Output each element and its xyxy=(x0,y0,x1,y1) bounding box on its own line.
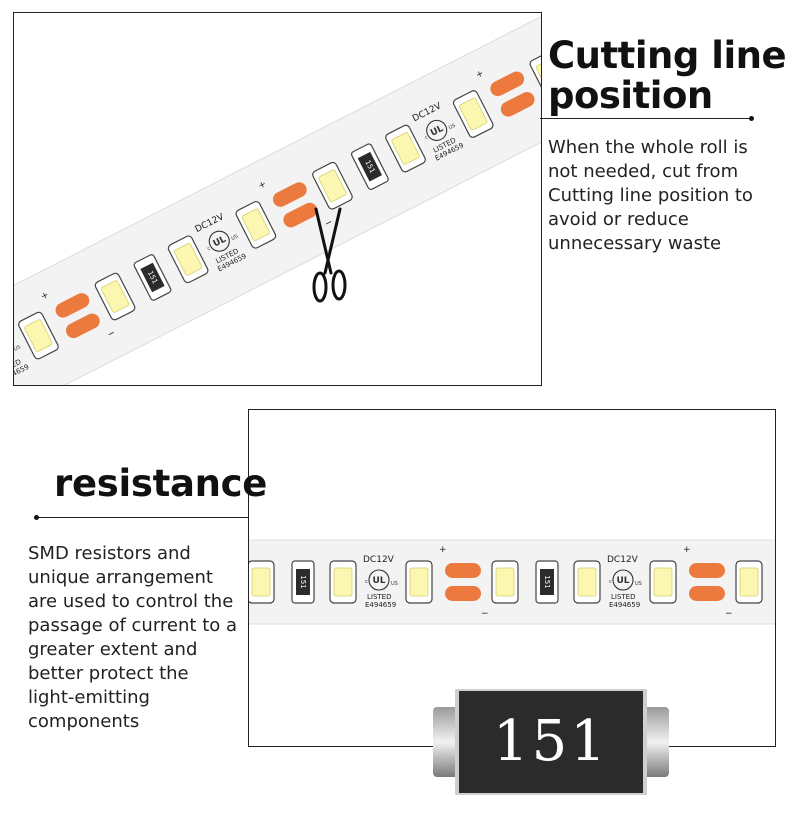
svg-text:US: US xyxy=(448,123,457,131)
led-chip xyxy=(385,124,426,173)
polarity-plus: + xyxy=(257,179,268,191)
led-chip xyxy=(235,200,277,249)
led-chip xyxy=(573,560,601,604)
desc-line: unnecessary waste xyxy=(548,233,722,254)
led-chip xyxy=(452,90,494,138)
led-chip xyxy=(405,560,433,604)
resistor-code-print: 151 xyxy=(299,575,307,588)
polarity-plus: + xyxy=(439,545,447,555)
desc-line: light-emitting xyxy=(28,687,150,708)
led-chip xyxy=(329,560,357,604)
desc-line: greater extent and xyxy=(28,639,198,660)
file-number-print: E494659 xyxy=(365,601,396,609)
smd-resistor: 151 xyxy=(535,560,559,604)
resistor-body xyxy=(459,691,643,793)
svg-text:UL: UL xyxy=(616,576,629,586)
resistor-closeup xyxy=(433,689,669,795)
listed-print: LISTED xyxy=(611,593,636,601)
desc-line: better protect the xyxy=(28,663,189,684)
desc-line: unique arrangement xyxy=(28,567,213,588)
polarity-minus: − xyxy=(323,217,334,229)
smd-resistor: 151 xyxy=(291,560,315,604)
led-chip xyxy=(735,560,763,604)
led-chip xyxy=(529,51,541,99)
led-chip xyxy=(249,560,275,604)
smd-resistor: 151 xyxy=(350,143,389,190)
cutting-line-description: When the whole roll is not needed, cut f… xyxy=(548,136,753,256)
resistor-code-print: 151 xyxy=(543,575,551,588)
led-chip xyxy=(649,560,677,604)
svg-text:c: c xyxy=(365,579,368,585)
desc-line: passage of current to a xyxy=(28,615,238,636)
polarity-minus: − xyxy=(481,609,489,619)
listed-print: LISTED xyxy=(367,593,392,601)
svg-text:c: c xyxy=(206,245,211,252)
title-divider xyxy=(34,515,248,520)
title-line: Cutting line xyxy=(548,34,787,77)
desc-line: Cutting line position to xyxy=(548,185,753,206)
polarity-minus: − xyxy=(106,328,117,340)
led-chip xyxy=(94,272,136,321)
svg-text:c: c xyxy=(609,579,612,585)
svg-text:US: US xyxy=(230,234,239,242)
desc-line: SMD resistors and xyxy=(28,543,191,564)
svg-text:US: US xyxy=(14,344,22,352)
desc-line: When the whole roll is xyxy=(548,137,748,158)
led-strip-diagonal: +−151DC12VULcUSLISTEDE494659+−151DC12VUL… xyxy=(14,13,541,385)
cutting-photo-frame: +−151DC12VULcUSLISTEDE494659+−151DC12VUL… xyxy=(13,12,542,386)
scissors-icon xyxy=(312,207,347,303)
divider-dot xyxy=(749,116,754,121)
copper-solder-pads: +− xyxy=(39,290,117,340)
voltage-print: DC12V xyxy=(607,555,639,565)
svg-text:c: c xyxy=(424,135,429,142)
copper-solder-pads: +− xyxy=(439,545,489,619)
polarity-plus: + xyxy=(683,545,691,555)
polarity-plus: + xyxy=(39,290,50,302)
polarity-minus: − xyxy=(725,609,733,619)
file-number-print: E494659 xyxy=(609,601,640,609)
desc-line: are used to control the xyxy=(28,591,234,612)
resistance-description: SMD resistors and unique arrangement are… xyxy=(28,542,237,734)
voltage-print: DC12V xyxy=(363,555,395,565)
cutting-line-title: Cutting line position xyxy=(548,34,787,117)
listed-print: LISTED xyxy=(14,358,23,376)
title-divider xyxy=(540,116,754,121)
svg-text:US: US xyxy=(635,581,642,587)
resistance-photo-frame: +−151DC12VULcUSLISTEDE494659+−151DC12VUL… xyxy=(248,409,776,747)
desc-line: components xyxy=(28,711,140,732)
svg-text:UL: UL xyxy=(372,576,385,586)
led-chip xyxy=(312,161,353,210)
led-chip xyxy=(491,560,519,604)
resistance-title: resistance xyxy=(54,462,268,505)
svg-text:US: US xyxy=(391,581,398,587)
desc-line: not needed, cut from xyxy=(548,161,739,182)
divider-dot xyxy=(34,515,39,520)
led-chip xyxy=(18,311,59,360)
copper-solder-pads: +− xyxy=(683,545,733,619)
title-line: position xyxy=(548,74,713,117)
smd-resistor: 151 xyxy=(133,254,172,301)
polarity-plus: + xyxy=(474,69,485,81)
copper-solder-pads: +− xyxy=(257,179,335,229)
led-strip-horizontal: +−151DC12VULcUSLISTEDE494659+−151DC12VUL… xyxy=(249,539,775,625)
desc-line: avoid or reduce xyxy=(548,209,689,230)
led-chip xyxy=(167,235,209,284)
